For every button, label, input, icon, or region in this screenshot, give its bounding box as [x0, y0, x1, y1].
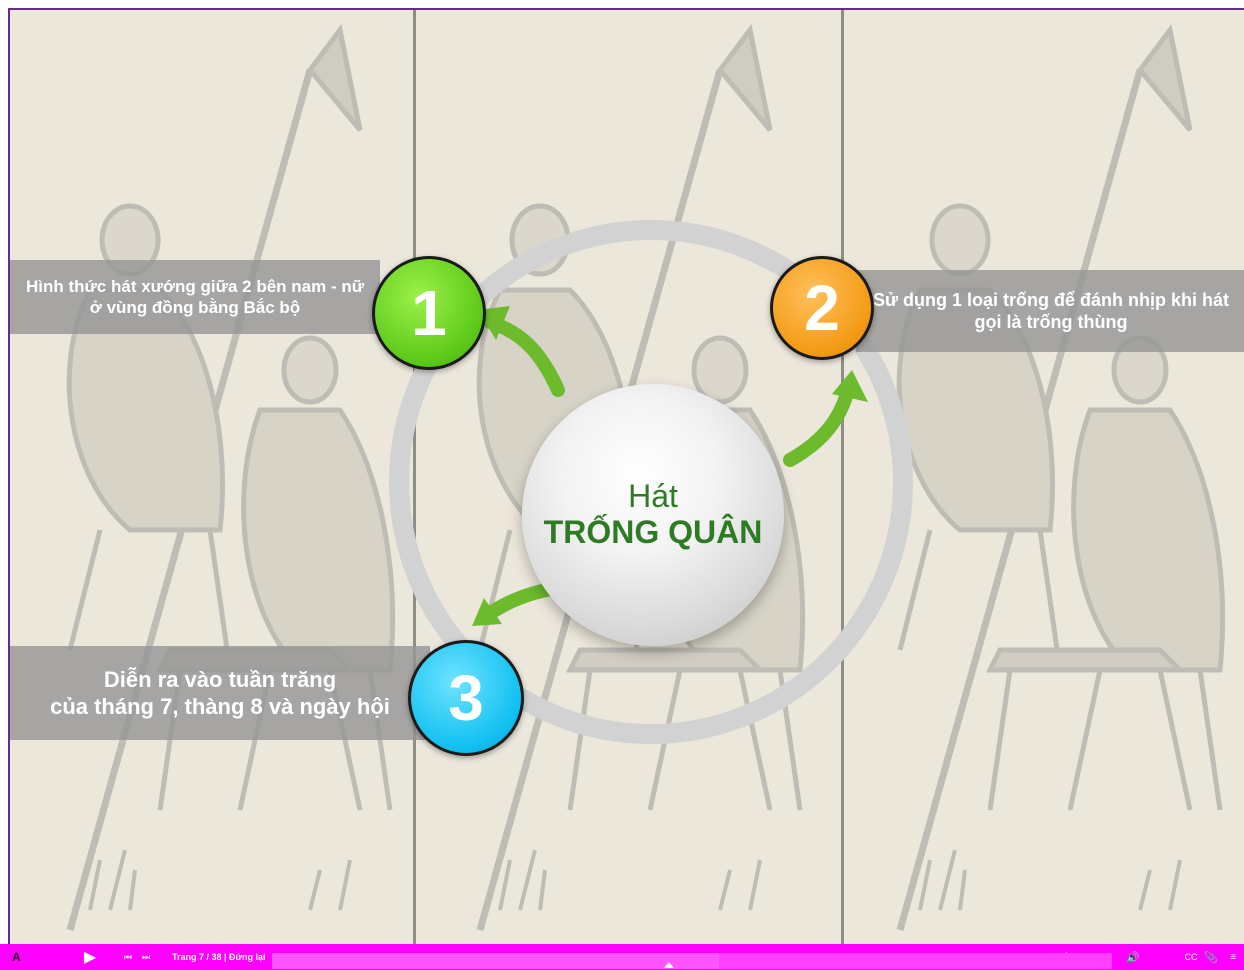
point-2-line-1: Sử dụng 1 loại trống để đánh nhịp khi há…: [873, 289, 1229, 312]
center-title-line-1: Hát: [628, 479, 678, 513]
play-icon[interactable]: ▶: [80, 944, 100, 970]
point-2-banner: Sử dụng 1 loại trống để đánh nhịp khi há…: [856, 270, 1244, 352]
point-2-line-2: gọi là trống thùng: [873, 311, 1229, 334]
center-title-line-2: TRỐNG QUÂN: [544, 513, 763, 551]
attachment-icon[interactable]: 📎: [1204, 944, 1218, 970]
adobe-logo-icon: A: [12, 944, 34, 970]
point-2-badge: 2: [770, 256, 874, 360]
point-1-badge: 1: [372, 256, 486, 370]
point-3-banner: Diễn ra vào tuần trăng của tháng 7, thàn…: [10, 646, 430, 740]
next-slide-icon[interactable]: ⏭: [138, 944, 154, 970]
slide-canvas: Hình thức hát xướng giữa 2 bên nam - nữ …: [8, 8, 1244, 944]
playback-progress-fill: [272, 953, 719, 969]
playback-progress-bar[interactable]: [272, 953, 1112, 969]
center-title-ball: Hát TRỐNG QUÂN: [522, 384, 784, 646]
point-3-line-2: của tháng 7, thàng 8 và ngày hội: [50, 693, 390, 721]
point-1-line-1: Hình thức hát xướng giữa 2 bên nam - nữ: [26, 276, 364, 297]
point-3-badge: 3: [408, 640, 524, 756]
volume-icon[interactable]: 🔊: [1126, 944, 1140, 970]
slide-status-text: Trang 7 / 38 | Đứng lại: [172, 944, 266, 970]
point-1-banner: Hình thức hát xướng giữa 2 bên nam - nữ …: [10, 260, 380, 334]
playhead-marker-icon[interactable]: [664, 962, 674, 968]
point-3-line-1: Diễn ra vào tuần trăng: [50, 666, 390, 694]
arrow-to-point-2: [790, 390, 848, 460]
closed-captions-button[interactable]: CC: [1184, 944, 1198, 970]
table-of-contents-icon[interactable]: ≡: [1226, 944, 1240, 970]
previous-slide-icon[interactable]: ⏮: [120, 944, 136, 970]
point-1-line-2: ở vùng đồng bằng Bắc bộ: [26, 297, 364, 318]
arrow-to-point-1: [490, 322, 558, 390]
